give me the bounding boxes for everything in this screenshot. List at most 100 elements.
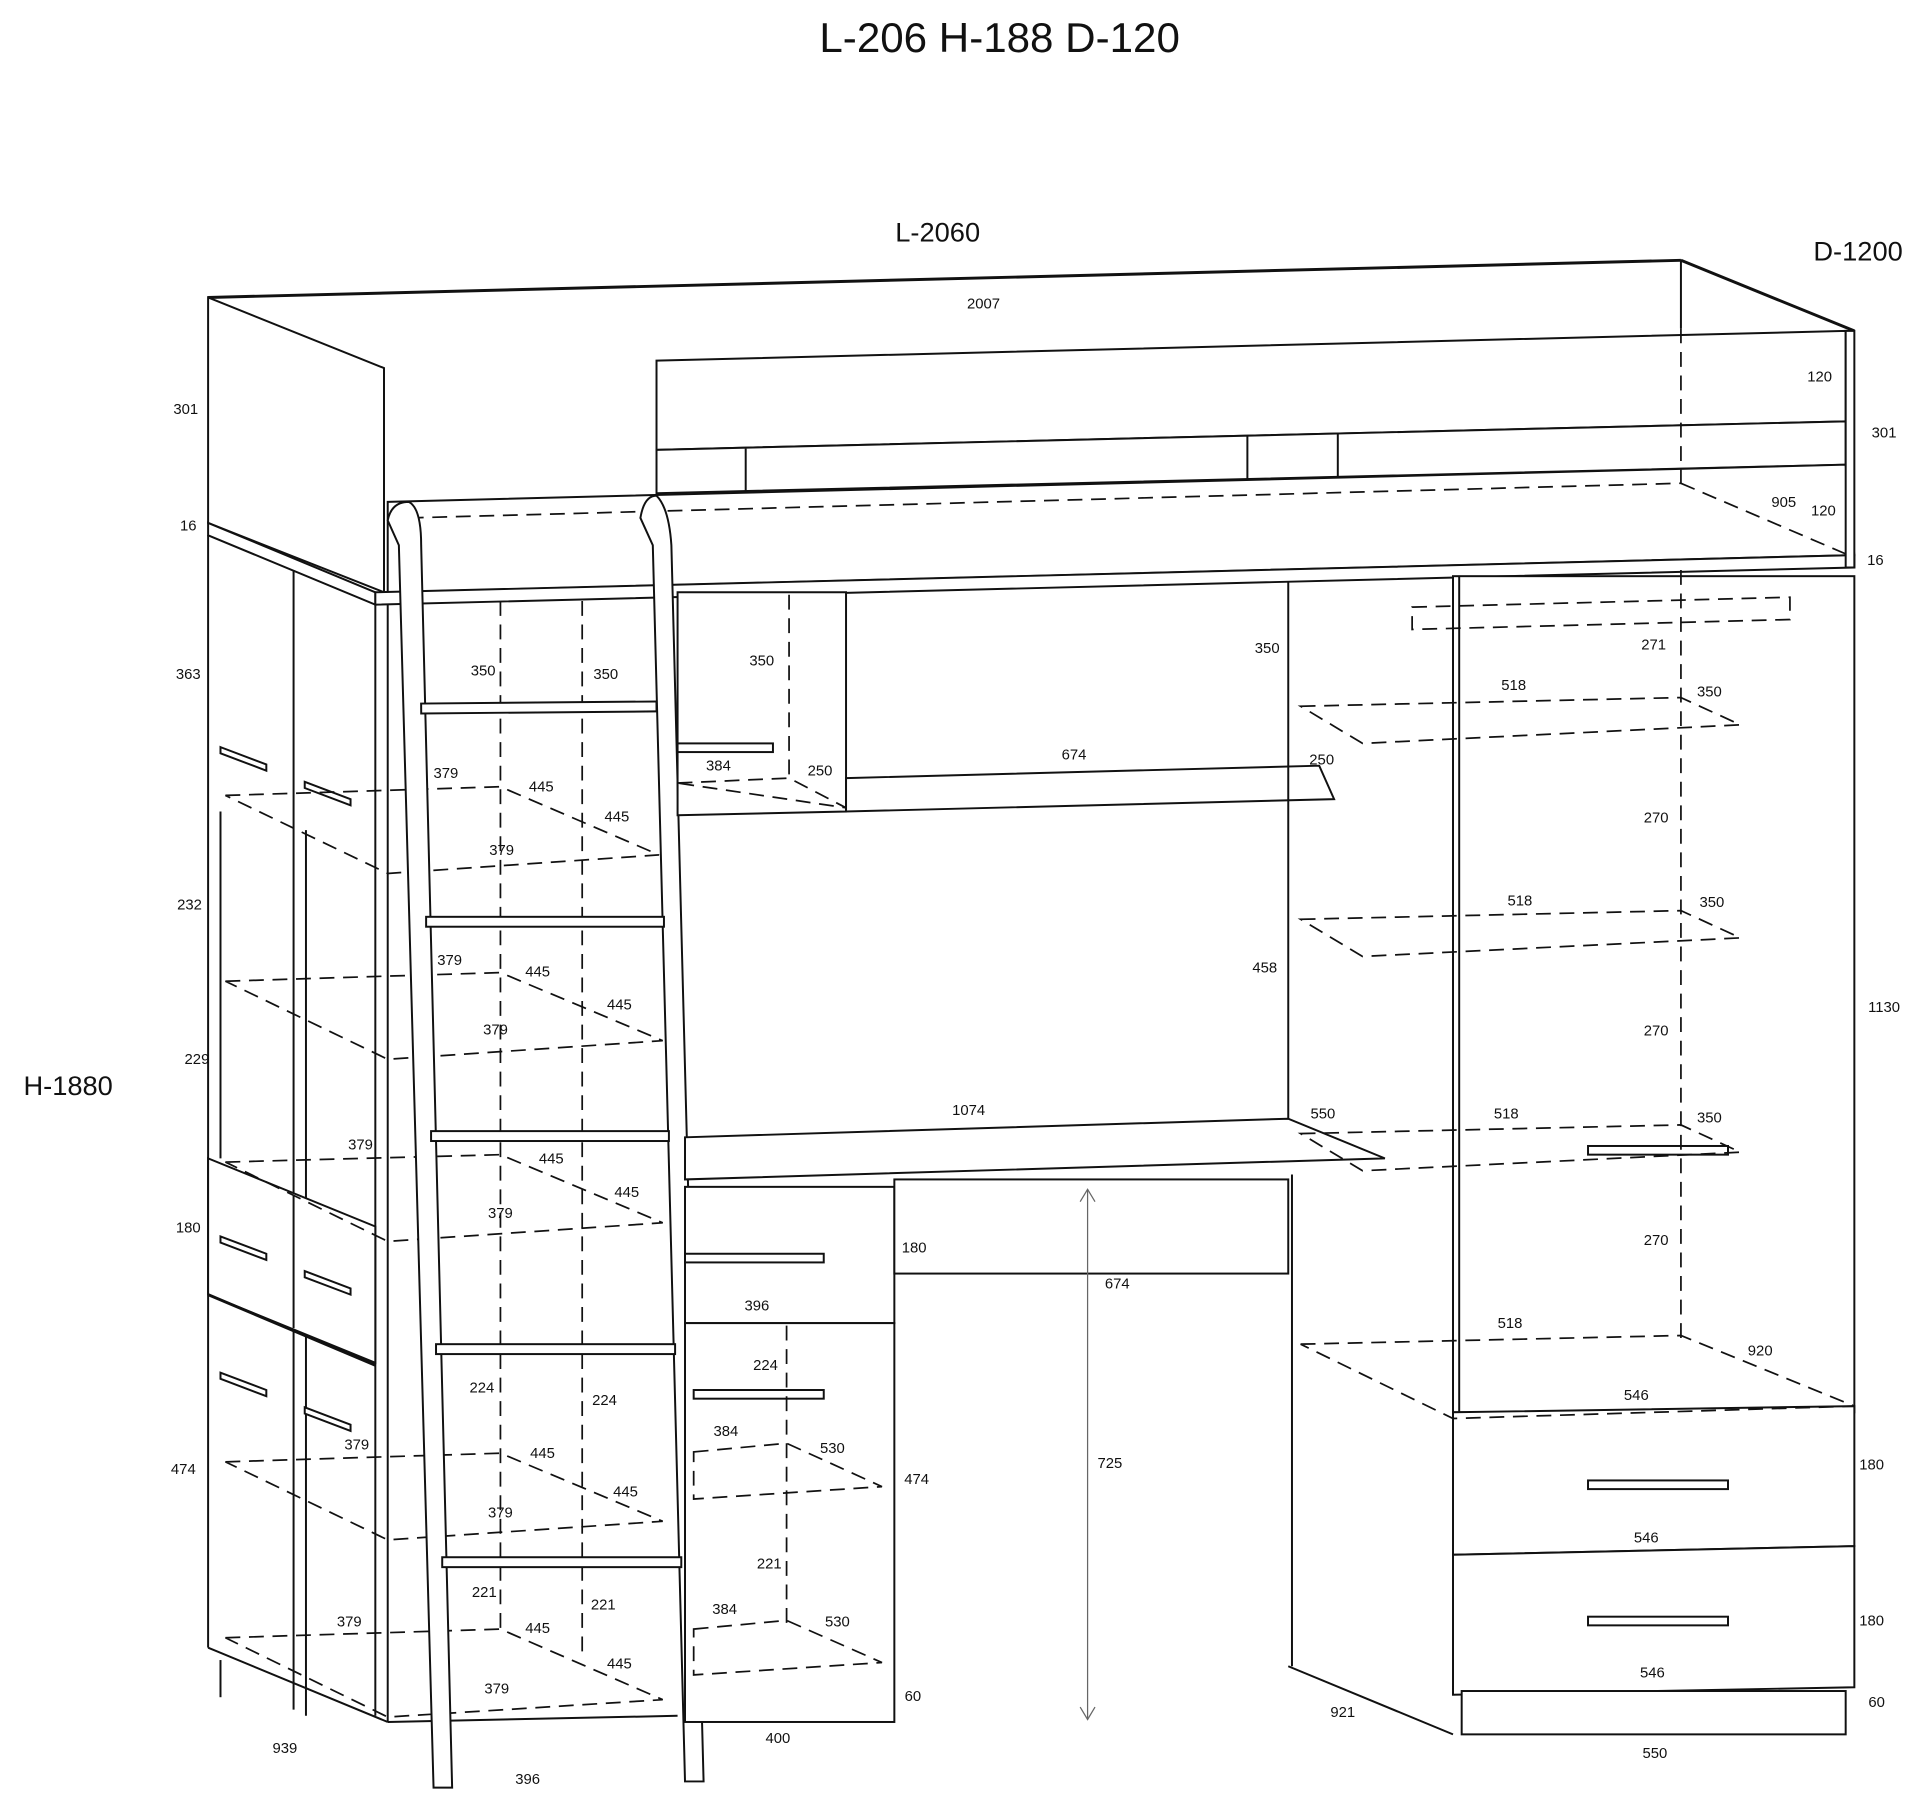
dimension-label: 60 (1868, 1695, 1885, 1711)
dimension-label: 546 (1634, 1530, 1659, 1546)
dimension-label: 445 (525, 964, 550, 980)
dimension-label: 384 (713, 1424, 738, 1440)
dimension-label: 180 (176, 1221, 201, 1237)
dimension-label: 445 (614, 1185, 639, 1201)
dimension-label: 379 (348, 1138, 373, 1154)
right-end-panel (1844, 329, 1856, 569)
drawer-upper (207, 1156, 377, 1365)
dimension-label: 921 (1330, 1705, 1355, 1721)
dimension-label: 2007 (967, 297, 1000, 313)
dimension-label: 224 (753, 1358, 778, 1374)
dimension-label: 458 (1252, 961, 1277, 977)
dimension-label: 445 (613, 1485, 638, 1501)
desk-top (684, 1117, 1386, 1181)
dimension-label: 445 (607, 1657, 632, 1673)
dimension-label: 445 (530, 1446, 555, 1462)
dimension-label: 518 (1501, 678, 1526, 694)
dimension-label: 1130 (1868, 1000, 1900, 1016)
drawer-handle-1 (1587, 1479, 1729, 1491)
dimension-label: 270 (1644, 1233, 1669, 1249)
dimension-label: 60 (905, 1689, 922, 1705)
dimension-label: 379 (434, 766, 459, 782)
wardrobe-door (1452, 575, 1856, 1414)
dimension-label: 270 (1644, 811, 1669, 827)
dimension-label: 379 (488, 1206, 513, 1222)
ladder[interactable] (386, 494, 705, 1789)
dimension-label: 384 (706, 759, 731, 775)
dimension-label: 232 (177, 897, 202, 913)
dimension-label: 350 (1255, 641, 1280, 657)
dimension-label: 379 (484, 1681, 509, 1697)
dimension-label: 445 (529, 780, 554, 796)
dimension-label: 120 (1807, 370, 1832, 386)
left-headboard (207, 295, 385, 594)
dimension-label: 905 (1771, 495, 1796, 511)
dimension-label: 518 (1494, 1107, 1519, 1123)
dimension-label: 224 (592, 1393, 617, 1409)
dimension-label: 301 (173, 402, 198, 418)
dimension-label: 379 (437, 953, 462, 969)
dimension-label: 350 (1697, 684, 1722, 700)
dimension-label: 224 (469, 1380, 494, 1396)
drawing-title: L-206 H-188 D-120 (819, 14, 1179, 61)
dimension-label: 379 (337, 1615, 362, 1631)
dimension-label: 518 (1498, 1316, 1523, 1332)
dimension-label: 301 (1872, 425, 1897, 441)
dimension-label: 229 (185, 1052, 210, 1068)
door-handle (1587, 1144, 1729, 1156)
plinth (1460, 1690, 1847, 1736)
dimension-label: 221 (757, 1556, 782, 1572)
dimension-label: 16 (180, 518, 197, 534)
door-handles (219, 745, 352, 1433)
dimension-label: 379 (488, 1506, 513, 1522)
dimension-label: 546 (1624, 1388, 1649, 1404)
dimension-label: 350 (1697, 1110, 1722, 1126)
dimension-label: 1074 (952, 1103, 985, 1119)
dimension-label: 350 (749, 653, 774, 669)
dimension-label: 221 (472, 1585, 497, 1601)
bed-frame (207, 258, 1856, 607)
dimension-label: 445 (525, 1621, 550, 1637)
dimension-label: 250 (1309, 752, 1334, 768)
dimension-label: 180 (1859, 1457, 1884, 1473)
dimension-label: 221 (591, 1597, 616, 1613)
desk-area (676, 582, 1386, 1723)
dimension-label: 674 (1105, 1276, 1130, 1292)
dimension-label: 725 (1097, 1456, 1122, 1472)
dimension-label: 445 (539, 1151, 564, 1167)
dimension-label: 530 (825, 1615, 850, 1631)
hanging-rail (1411, 596, 1791, 631)
shelf-674 (845, 764, 1336, 813)
dimension-label: 350 (1699, 895, 1724, 911)
dimension-label: 271 (1641, 637, 1666, 653)
dimension-label: 474 (171, 1462, 196, 1478)
dimension-label: 445 (607, 998, 632, 1014)
dimension-label: 379 (483, 1022, 508, 1038)
drawer-handle-2 (1587, 1615, 1729, 1627)
overall-depth: D-1200 (1813, 235, 1902, 266)
dimension-label: 350 (471, 663, 496, 679)
dimension-label: 379 (489, 843, 514, 859)
dimension-label: 546 (1640, 1665, 1665, 1681)
dimension-label: 250 (808, 764, 833, 780)
dimension-label: 180 (902, 1241, 927, 1257)
dimension-label: 363 (176, 667, 201, 683)
dimension-label: 16 (1867, 553, 1884, 569)
dimension-label: 518 (1507, 894, 1532, 910)
dimension-label: 396 (744, 1299, 769, 1315)
dimension-label: 270 (1644, 1024, 1669, 1040)
desk-cabinet (684, 1322, 896, 1723)
dimension-label: 396 (515, 1772, 540, 1788)
dimension-label: 474 (904, 1472, 929, 1488)
overall-length: L-2060 (895, 217, 980, 248)
left-wardrobe (207, 535, 678, 1723)
dimension-label: 550 (1311, 1107, 1336, 1123)
dimension-label: 445 (604, 809, 629, 825)
dimension-label: 180 (1859, 1613, 1884, 1629)
dimension-label: 400 (766, 1731, 791, 1747)
dimension-label: 674 (1062, 748, 1087, 764)
dimension-label: 530 (820, 1441, 845, 1457)
dimension-label: 384 (712, 1602, 737, 1618)
dimension-label: 350 (593, 667, 618, 683)
